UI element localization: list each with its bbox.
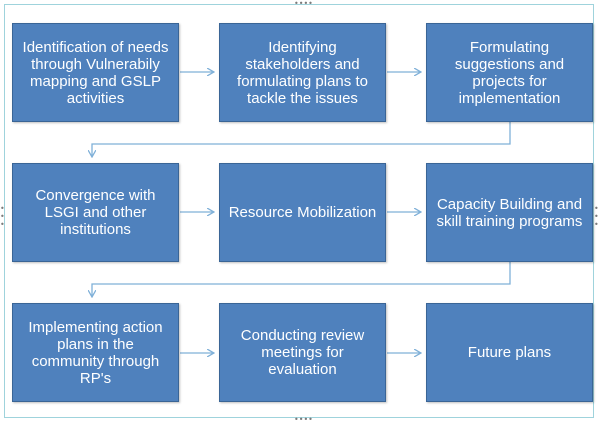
step-box-review-meetings: Conducting review meetings for evaluatio… (219, 303, 386, 402)
step-box-needs-identification: Identification of needs through Vulnerab… (12, 23, 179, 122)
step-label: Formulating suggestions and projects for… (454, 38, 565, 107)
resize-handle-top[interactable]: •••• (294, 0, 313, 8)
step-label: Identifying stakeholders and formulating… (237, 38, 368, 107)
step-label: Capacity Building and skill training pro… (436, 195, 583, 230)
step-label: Convergence with LSGI and other institut… (35, 187, 156, 238)
step-box-capacity-building: Capacity Building and skill training pro… (426, 163, 593, 262)
step-box-convergence: Convergence with LSGI and other institut… (12, 163, 179, 262)
step-label: Resource Mobilization (228, 204, 377, 221)
step-label: Implementing action plans in the communi… (28, 318, 163, 387)
step-label: Identification of needs through Vulnerab… (22, 38, 169, 107)
diagram-frame (4, 4, 594, 418)
step-box-identifying-stakeholders: Identifying stakeholders and formulating… (219, 23, 386, 122)
step-box-future-plans: Future plans (426, 303, 593, 402)
resize-handle-bottom[interactable]: •••• (294, 415, 313, 424)
step-box-resource-mobilization: Resource Mobilization (219, 163, 386, 262)
step-box-implementing-action-plans: Implementing action plans in the communi… (12, 303, 179, 402)
step-label: Conducting review meetings for evaluatio… (240, 327, 365, 378)
resize-handle-right[interactable]: ••• (594, 204, 599, 229)
step-label: Future plans (467, 344, 552, 361)
resize-handle-left[interactable]: ••• (0, 204, 5, 229)
step-box-formulating-suggestions: Formulating suggestions and projects for… (426, 23, 593, 122)
